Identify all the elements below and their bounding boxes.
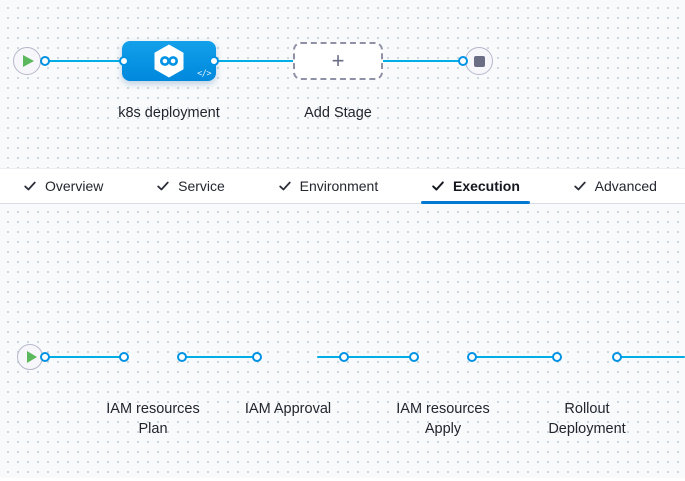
tab-label: Overview [45, 178, 104, 194]
connector-port [339, 352, 349, 362]
connector-port [467, 352, 477, 362]
stop-icon [473, 55, 485, 67]
connector-port [177, 352, 187, 362]
stage-canvas[interactable]: </> + k8s deployment Add Stage [0, 0, 685, 168]
cd-stage-icon [152, 43, 186, 79]
step-label: IAM resources Apply [396, 401, 490, 437]
connector-port [552, 352, 562, 362]
tab-advanced[interactable]: Advanced [563, 169, 667, 203]
step-label: Rollout Deployment [548, 401, 626, 437]
connector-port [612, 352, 622, 362]
connector-line [617, 356, 685, 358]
tab-service[interactable]: Service [146, 169, 235, 203]
step-label: IAM Approval [244, 401, 332, 417]
tab-label: Service [178, 178, 225, 194]
stage-config-tabs: Overview Service Environment Execution A… [0, 168, 685, 204]
stage-label: k8s deployment [118, 105, 220, 121]
stage-node-k8s-deployment[interactable]: </> [122, 41, 216, 81]
tab-label: Environment [299, 178, 379, 194]
code-icon[interactable]: </> [197, 69, 211, 79]
plus-icon: + [331, 48, 345, 73]
connector-port [119, 352, 129, 362]
pipeline-end-node[interactable] [465, 47, 493, 75]
connector-port [209, 56, 219, 66]
connector-line [212, 60, 295, 62]
connector-port [119, 56, 129, 66]
connector-port [458, 56, 468, 66]
check-icon [431, 179, 445, 193]
execution-start-node[interactable] [17, 344, 43, 370]
execution-canvas[interactable]: </> [0, 204, 685, 478]
add-stage-label: Add Stage [304, 105, 372, 121]
play-icon [23, 55, 34, 67]
check-icon [23, 179, 37, 193]
tab-label: Advanced [594, 178, 657, 194]
tab-overview[interactable]: Overview [13, 169, 113, 203]
add-stage-button[interactable]: + [293, 42, 383, 80]
canvas-edge [0, 478, 685, 481]
check-icon [278, 179, 292, 193]
check-icon [156, 179, 170, 193]
connector-line [381, 60, 463, 62]
play-icon [26, 351, 37, 363]
connector-port [40, 56, 50, 66]
pipeline-start-node[interactable] [13, 47, 41, 75]
step-label: IAM resources Plan [106, 401, 200, 437]
connector-line [317, 356, 344, 358]
tab-environment[interactable]: Environment [268, 169, 389, 203]
check-icon [573, 179, 587, 193]
connector-line [45, 356, 124, 358]
connector-line [472, 356, 557, 358]
connector-line [182, 356, 257, 358]
connector-line [344, 356, 414, 358]
connector-port [409, 352, 419, 362]
connector-line [45, 60, 124, 62]
connector-port [252, 352, 262, 362]
connector-port [40, 352, 50, 362]
tab-execution[interactable]: Execution [420, 169, 530, 204]
tab-label: Execution [452, 178, 520, 194]
